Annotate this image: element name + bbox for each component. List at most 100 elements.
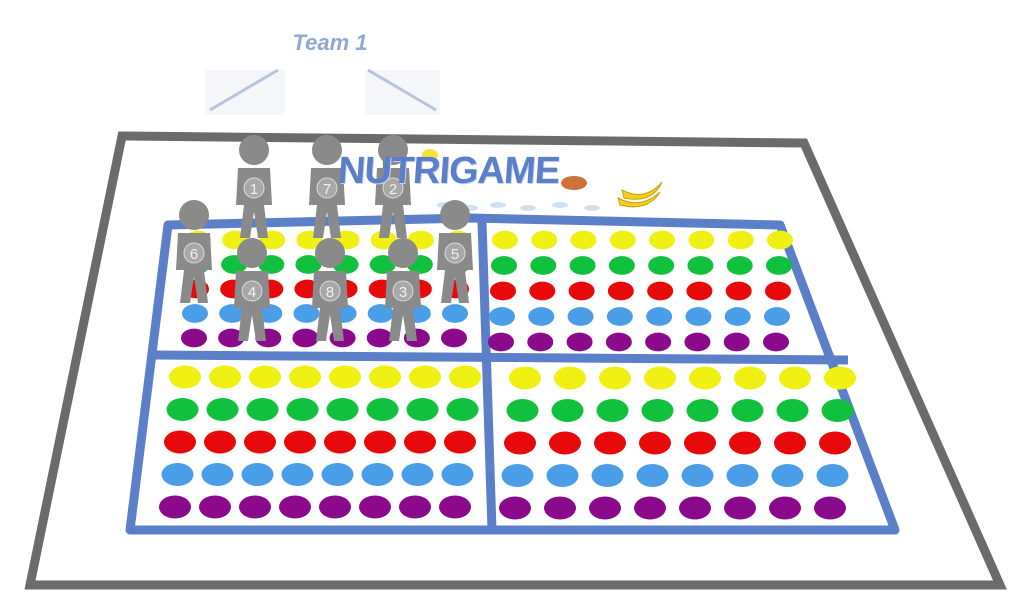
dot-blue[interactable] [646, 307, 673, 326]
dot-green[interactable] [295, 255, 322, 274]
dot-red[interactable] [364, 430, 396, 454]
dot-red[interactable] [819, 431, 851, 455]
dot-red[interactable] [504, 431, 536, 455]
dot-purple[interactable] [499, 496, 531, 520]
dot-green[interactable] [608, 256, 635, 275]
dot-blue[interactable] [441, 462, 474, 487]
dot-red[interactable] [765, 281, 791, 301]
dot-purple[interactable] [723, 332, 750, 352]
dot-yellow[interactable] [409, 365, 441, 389]
dot-green[interactable] [641, 398, 674, 423]
dot-green[interactable] [326, 397, 359, 422]
dot-red[interactable] [684, 431, 716, 455]
dot-yellow[interactable] [609, 230, 636, 250]
player-figure-7[interactable]: 7 [309, 135, 345, 238]
dot-yellow[interactable] [370, 230, 397, 250]
dot-blue[interactable] [546, 463, 579, 488]
dot-green[interactable] [530, 256, 557, 275]
dot-purple[interactable] [645, 332, 672, 352]
dot-green[interactable] [726, 256, 753, 275]
dot-blue[interactable] [724, 307, 751, 326]
dot-blue[interactable] [528, 307, 555, 326]
dot-green[interactable] [766, 256, 792, 275]
dot-red[interactable] [686, 281, 713, 301]
dot-green[interactable] [648, 256, 675, 275]
dot-red[interactable] [324, 430, 356, 454]
dot-purple[interactable] [763, 332, 789, 352]
dot-blue[interactable] [281, 462, 314, 487]
dot-purple[interactable] [544, 496, 576, 520]
player-figure-1[interactable]: 1 [236, 135, 272, 238]
player-figure-3[interactable]: 3 [385, 238, 421, 341]
dot-purple[interactable] [181, 328, 207, 348]
dot-purple[interactable] [239, 495, 271, 519]
dot-yellow[interactable] [169, 365, 201, 389]
dot-green[interactable] [166, 397, 199, 422]
dot-green[interactable] [551, 398, 584, 423]
dot-purple[interactable] [589, 496, 621, 520]
dot-purple[interactable] [488, 332, 514, 352]
dot-green[interactable] [506, 398, 539, 423]
dot-green[interactable] [406, 397, 439, 422]
dot-red[interactable] [725, 281, 752, 301]
dot-purple[interactable] [527, 332, 554, 352]
dot-blue[interactable] [401, 462, 434, 487]
player-figure-6[interactable]: 6 [176, 200, 212, 303]
dot-yellow[interactable] [688, 230, 715, 250]
player-figure-5[interactable]: 5 [437, 200, 473, 303]
dot-yellow[interactable] [644, 366, 676, 390]
dot-red[interactable] [639, 431, 671, 455]
dot-blue[interactable] [489, 307, 515, 326]
player-figure-8[interactable]: 8 [312, 238, 348, 341]
dot-yellow[interactable] [509, 366, 541, 390]
dot-green[interactable] [569, 256, 596, 275]
dot-blue[interactable] [201, 462, 234, 487]
dot-blue[interactable] [816, 463, 849, 488]
dot-blue[interactable] [606, 307, 633, 326]
dot-blue[interactable] [685, 307, 712, 326]
player-figure-2[interactable]: 2 [375, 135, 411, 238]
dot-yellow[interactable] [554, 366, 586, 390]
dot-yellow[interactable] [824, 366, 856, 390]
dot-green[interactable] [369, 255, 396, 274]
dot-purple[interactable] [441, 328, 467, 348]
dot-yellow[interactable] [492, 230, 518, 250]
dot-blue[interactable] [591, 463, 624, 488]
dot-purple[interactable] [366, 328, 393, 348]
dot-red[interactable] [594, 431, 626, 455]
dot-yellow[interactable] [289, 365, 321, 389]
dot-purple[interactable] [724, 496, 756, 520]
dot-purple[interactable] [605, 332, 632, 352]
dot-green[interactable] [206, 397, 239, 422]
dot-green[interactable] [446, 397, 479, 422]
dot-purple[interactable] [292, 328, 319, 348]
dot-red[interactable] [244, 430, 276, 454]
dot-blue[interactable] [442, 304, 468, 323]
dot-yellow[interactable] [329, 365, 361, 389]
dot-red[interactable] [490, 281, 516, 301]
dot-green[interactable] [596, 398, 629, 423]
dot-purple[interactable] [319, 495, 351, 519]
dot-green[interactable] [366, 397, 399, 422]
dot-red[interactable] [568, 281, 595, 301]
dot-green[interactable] [246, 397, 279, 422]
dot-green[interactable] [491, 256, 517, 275]
dot-blue[interactable] [764, 307, 790, 326]
dot-green[interactable] [731, 398, 764, 423]
dot-green[interactable] [776, 398, 809, 423]
dot-purple[interactable] [399, 495, 431, 519]
dot-yellow[interactable] [209, 365, 241, 389]
dot-blue[interactable] [636, 463, 669, 488]
dot-green[interactable] [286, 397, 319, 422]
dot-yellow[interactable] [599, 366, 631, 390]
dot-purple[interactable] [814, 496, 846, 520]
dot-blue[interactable] [361, 462, 394, 487]
dot-yellow[interactable] [689, 366, 721, 390]
dot-red[interactable] [404, 430, 436, 454]
dot-red[interactable] [549, 431, 581, 455]
dot-purple[interactable] [566, 332, 593, 352]
dot-blue[interactable] [771, 463, 804, 488]
dot-blue[interactable] [161, 462, 194, 487]
dot-purple[interactable] [769, 496, 801, 520]
dot-blue[interactable] [182, 304, 208, 323]
